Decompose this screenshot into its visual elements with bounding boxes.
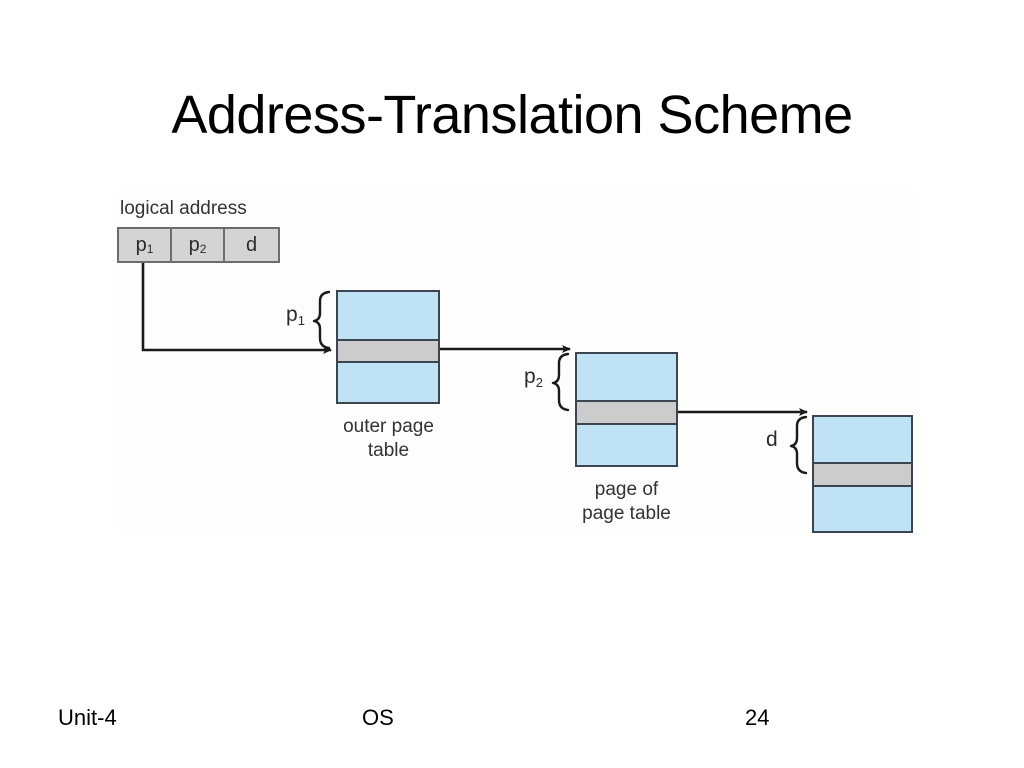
logical-address-cell-p2-sub: 2	[199, 242, 207, 256]
page-of-page-table-caption-line1: page of	[594, 479, 659, 500]
outer-page-table-caption: outer page table	[306, 415, 471, 463]
footer-slide-number: 24	[745, 705, 770, 730]
brace-label-p2-sub: 2	[535, 375, 543, 390]
logical-address-cell-p1-base: p	[135, 233, 147, 256]
brace-label-p2: p2	[524, 365, 543, 390]
outer-page-table-caption-line2: table	[367, 439, 410, 461]
page-of-page-table-box	[575, 352, 678, 467]
brace-d	[789, 415, 808, 475]
logical-address-cell-d-base: d	[245, 233, 258, 256]
logical-address-cell-d: d	[225, 229, 278, 261]
brace-p1	[312, 290, 331, 350]
logical-address-cell-p1-sub: 1	[146, 242, 154, 256]
outer-page-table-caption-line1: outer page	[343, 416, 434, 437]
brace-label-p1-base: p	[286, 303, 298, 326]
outer-page-table-box	[336, 290, 440, 404]
footer-unit-label: Unit-4	[58, 705, 117, 730]
footer-course-label: OS	[362, 705, 394, 730]
arrow-p1-to-outer-page-table	[141, 263, 332, 354]
brace-label-d-base: d	[766, 428, 778, 451]
page-of-page-table-caption: page of page table	[544, 478, 709, 526]
page-of-page-table-caption-line2: page table	[582, 502, 671, 524]
memory-frame-box	[812, 415, 913, 533]
brace-p2	[551, 352, 570, 412]
memory-frame-entry-band	[814, 462, 911, 487]
logical-address-cell-p2-base: p	[188, 233, 200, 256]
page-of-page-table-entry-band	[577, 400, 676, 425]
brace-label-p2-base: p	[524, 365, 536, 388]
brace-label-p1: p1	[286, 303, 305, 328]
brace-label-p1-sub: 1	[297, 313, 305, 328]
page-title: Address-Translation Scheme	[171, 85, 853, 145]
outer-page-table-entry-band	[338, 339, 438, 363]
logical-address-label: logical address	[120, 198, 247, 219]
brace-label-d: d	[766, 428, 778, 452]
